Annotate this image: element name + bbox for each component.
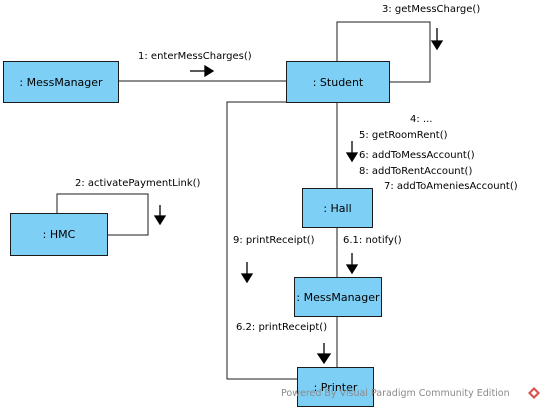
arrow-right-icon (190, 64, 215, 78)
printer-object[interactable]: : Printer (297, 367, 374, 407)
message-activate-payment-link: 2: activatePaymentLink() (75, 178, 201, 189)
message-print-receipt-6-2: 6.2: printReceipt() (236, 322, 328, 333)
arrow-down-icon (430, 28, 444, 51)
link-hmc-self (56, 193, 149, 236)
watermark-text: Powered By Visual Paradigm Community Edi… (281, 388, 510, 399)
arrow-down-icon (153, 205, 167, 226)
arrow-down-icon (240, 262, 254, 284)
visual-paradigm-logo-icon (528, 387, 540, 399)
messmanager-center-object[interactable]: : MessManager (294, 277, 382, 317)
link-student-printer (226, 101, 297, 380)
arrow-down-icon (345, 141, 359, 163)
arrow-down-icon (345, 253, 359, 275)
message-4: 4: ... (410, 114, 433, 125)
message-get-mess-charge: 3: getMessCharge() (382, 4, 481, 15)
message-add-to-amenities-account: 7: addToAmeniesAccount() (384, 181, 518, 192)
student-object[interactable]: : Student (286, 61, 390, 103)
message-add-to-mess-account: 6: addToMessAccount() (359, 150, 475, 161)
message-enter-mess-charges: 1: enterMessCharges() (138, 51, 252, 62)
link-student-self (336, 21, 431, 83)
message-print-receipt: 9: printReceipt() (233, 235, 315, 246)
messmanager-left-object[interactable]: : MessManager (3, 61, 119, 103)
message-add-to-rent-account: 8: addToRentAccount() (359, 166, 473, 177)
message-get-room-rent: 5: getRoomRent() (359, 130, 448, 141)
arrow-down-icon (316, 343, 332, 365)
hmc-object[interactable]: : HMC (10, 213, 108, 256)
message-notify: 6.1: notify() (343, 235, 402, 246)
hall-object[interactable]: : Hall (302, 188, 373, 228)
